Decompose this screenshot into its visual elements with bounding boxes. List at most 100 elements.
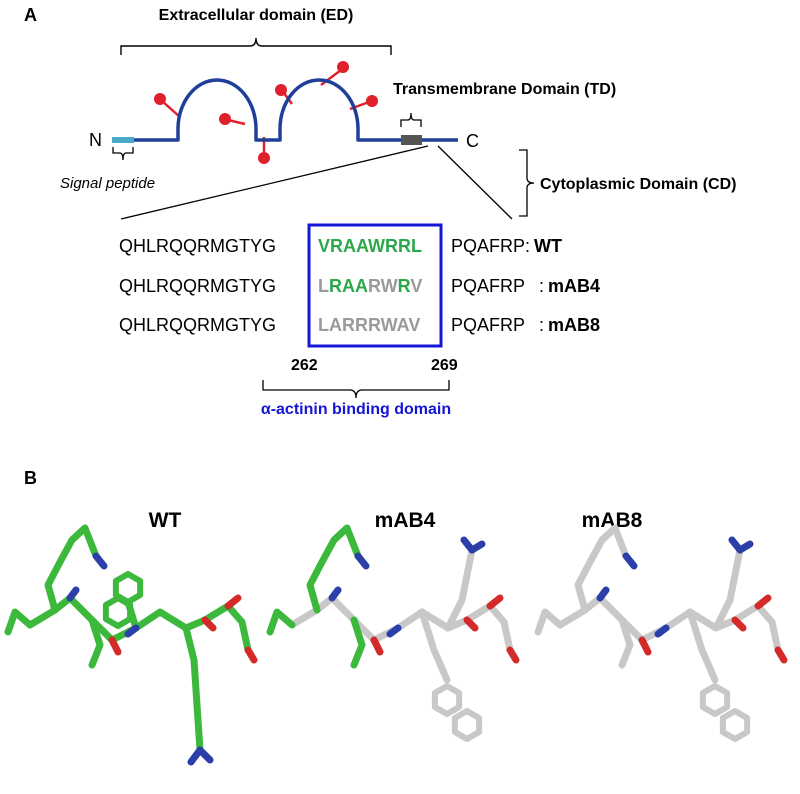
bond — [370, 636, 384, 656]
bond — [712, 546, 744, 632]
glycosylation-sites — [161, 69, 370, 156]
structure-title-wt: WT — [149, 509, 182, 532]
bond — [556, 594, 762, 644]
signal-peptide-label: Signal peptide — [60, 175, 155, 192]
motif-segment: V — [410, 276, 422, 296]
motif-segment: RAA — [329, 276, 368, 296]
binding-domain-brace — [262, 380, 450, 399]
bond — [182, 624, 204, 754]
cytoplasmic-label: Cytoplasmic Domain (CD) — [540, 176, 736, 193]
sequence-separator: : — [525, 236, 530, 256]
molecule-mab8 — [534, 524, 788, 742]
bond — [618, 616, 634, 669]
bond — [92, 552, 108, 570]
panel-b-label: B — [24, 468, 37, 488]
bond — [350, 616, 366, 669]
sequence-suffix: PQAFRP — [451, 276, 525, 296]
sequence-separator: : — [539, 276, 544, 296]
bond — [654, 624, 670, 638]
bond — [486, 602, 514, 654]
sequence-name: WT — [534, 236, 562, 256]
bond — [622, 552, 638, 570]
bond — [468, 540, 486, 554]
zoom-line-left — [120, 145, 429, 220]
bond — [736, 540, 754, 554]
sequence-suffix: PQAFRP — [451, 236, 525, 256]
structure-title-mab4: mAB4 — [375, 509, 436, 532]
bond — [431, 683, 463, 717]
bond — [108, 636, 122, 656]
bond — [719, 708, 751, 742]
cytoplasmic-brace — [519, 149, 535, 217]
bond — [224, 594, 242, 610]
bond — [244, 646, 258, 664]
bond — [306, 524, 362, 614]
bond — [506, 646, 520, 664]
bond — [486, 594, 504, 610]
molecule-wt — [4, 524, 258, 766]
transmembrane-label: Transmembrane Domain (TD) — [393, 81, 616, 98]
motif-segment: LARRRWAV — [318, 315, 420, 335]
sequence-prefix: QHLRQQRMGTYG — [119, 276, 276, 296]
sequence-row-mab4: QHLRQQRMGTYG LRAARWRV PQAFRP : mAB4 — [119, 276, 600, 296]
motif-segment: VRAAWRRL — [318, 236, 422, 256]
bond — [201, 616, 217, 632]
sequence-name: mAB8 — [548, 315, 600, 335]
molecule-mab4 — [266, 524, 520, 742]
c-terminus-label: C — [466, 131, 479, 151]
bond — [596, 586, 610, 602]
transmembrane-segment — [401, 135, 422, 145]
protein-backbone — [133, 78, 458, 142]
start-position-label: 262 — [291, 357, 318, 374]
bond — [124, 624, 140, 638]
bond — [88, 616, 104, 669]
motif-segment: R — [398, 276, 411, 296]
sequence-suffix: PQAFRP — [451, 315, 525, 335]
bond — [26, 594, 232, 644]
bond — [451, 708, 483, 742]
n-terminus-label: N — [89, 130, 102, 150]
bond — [288, 594, 494, 644]
sequence-prefix: QHLRQQRMGTYG — [119, 236, 276, 256]
bond — [224, 602, 252, 654]
bond — [774, 646, 788, 664]
motif-segment: L — [318, 276, 329, 296]
extracellular-brace — [120, 37, 392, 55]
extracellular-label: Extracellular domain (ED) — [159, 7, 354, 24]
panel-a-label: A — [24, 5, 37, 25]
bond — [574, 524, 630, 614]
end-position-label: 269 — [431, 357, 458, 374]
sequence-prefix: QHLRQQRMGTYG — [119, 315, 276, 335]
sequence-row-wt: QHLRQQRMGTYG VRAAWRRL PQAFRP : WT — [119, 236, 562, 256]
bond — [534, 608, 564, 636]
bond — [686, 608, 719, 684]
bond — [699, 683, 731, 717]
bond — [444, 546, 476, 632]
bond — [328, 586, 342, 602]
bond — [463, 616, 479, 632]
signal-peptide-brace — [112, 147, 134, 161]
bond — [124, 598, 140, 632]
motif-segment: RW — [368, 276, 398, 296]
binding-motif-box — [307, 223, 443, 348]
bond — [66, 586, 80, 602]
sequence-name: mAB4 — [548, 276, 600, 296]
bond — [386, 624, 402, 638]
transmembrane-brace — [400, 112, 422, 127]
bond — [754, 594, 772, 610]
sequence-motif: VRAAWRRL — [318, 236, 422, 256]
zoom-line-right — [437, 145, 513, 220]
sequence-motif: LRAARWRV — [318, 276, 422, 296]
glycan-balls — [154, 61, 378, 164]
binding-domain-label: α-actinin binding domain — [261, 401, 451, 418]
bond — [418, 608, 451, 684]
bond — [266, 608, 296, 636]
sequence-row-mab8: QHLRQQRMGTYG LARRRWAV PQAFRP : mAB8 — [119, 315, 600, 335]
signal-peptide-segment — [112, 137, 134, 143]
sequence-separator: : — [539, 315, 544, 335]
bond — [354, 552, 370, 570]
structure-title-mab8: mAB8 — [582, 509, 643, 532]
bond — [754, 602, 782, 654]
bond — [731, 616, 747, 632]
